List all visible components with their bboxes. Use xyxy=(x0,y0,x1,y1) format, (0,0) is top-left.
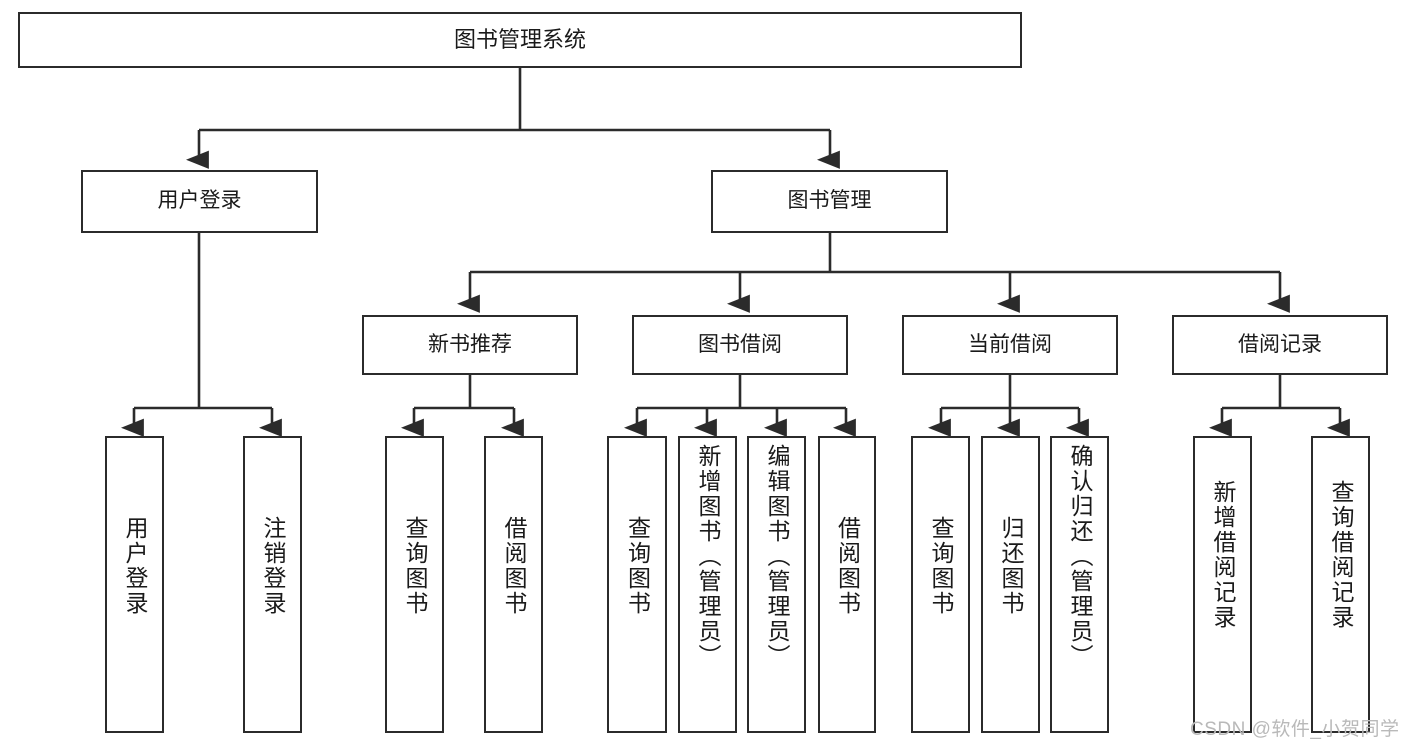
node-borrow-record[interactable]: 借阅记录 xyxy=(1172,315,1388,375)
node-label: 用户登录 xyxy=(157,189,242,213)
leaf-edit-book-admin[interactable]: 编辑图书（管理员） xyxy=(747,436,806,733)
node-label: 确认归还（管理员） xyxy=(1067,444,1093,669)
node-label: 用户登录 xyxy=(122,516,148,616)
node-label: 查询图书 xyxy=(928,516,954,616)
leaf-query-book-current[interactable]: 查询图书 xyxy=(911,436,970,733)
leaf-add-borrow-record[interactable]: 新增借阅记录 xyxy=(1193,436,1252,733)
node-label: 图书管理 xyxy=(787,189,872,213)
node-label: 归还图书 xyxy=(998,516,1024,616)
node-label: 当前借阅 xyxy=(968,332,1052,356)
node-label: 查询图书 xyxy=(402,516,428,616)
leaf-query-borrow-record[interactable]: 查询借阅记录 xyxy=(1311,436,1370,733)
leaf-return-book[interactable]: 归还图书 xyxy=(981,436,1040,733)
node-label: 注销登录 xyxy=(260,516,286,616)
node-label: 查询图书 xyxy=(624,516,651,616)
node-current-borrow[interactable]: 当前借阅 xyxy=(902,315,1118,375)
leaf-borrow-book[interactable]: 借阅图书 xyxy=(818,436,876,733)
node-label: 查询借阅记录 xyxy=(1328,480,1354,630)
node-label: 借阅图书 xyxy=(834,516,861,616)
leaf-user-login[interactable]: 用户登录 xyxy=(105,436,164,733)
leaf-confirm-return-admin[interactable]: 确认归还（管理员） xyxy=(1050,436,1109,733)
node-label: 借阅图书 xyxy=(501,516,527,616)
leaf-borrow-book-recommend[interactable]: 借阅图书 xyxy=(484,436,543,733)
node-root-system[interactable]: 图书管理系统 xyxy=(18,12,1022,68)
node-label: 图书管理系统 xyxy=(453,27,586,53)
watermark-text: CSDN @软件_小贺同学 xyxy=(1190,719,1400,740)
leaf-add-book-admin[interactable]: 新增图书（管理员） xyxy=(678,436,737,733)
leaf-query-book-recommend[interactable]: 查询图书 xyxy=(385,436,444,733)
node-label: 新增借阅记录 xyxy=(1210,480,1236,630)
node-label: 图书借阅 xyxy=(698,332,782,356)
leaf-logout[interactable]: 注销登录 xyxy=(243,436,302,733)
node-book-borrow[interactable]: 图书借阅 xyxy=(632,315,848,375)
node-label: 新增图书（管理员） xyxy=(695,444,721,669)
node-new-book-recommend[interactable]: 新书推荐 xyxy=(362,315,578,375)
leaf-query-book-borrow[interactable]: 查询图书 xyxy=(607,436,667,733)
node-label: 编辑图书（管理员） xyxy=(764,444,790,669)
node-label: 新书推荐 xyxy=(428,332,512,356)
node-label: 借阅记录 xyxy=(1238,332,1322,356)
node-book-management[interactable]: 图书管理 xyxy=(711,170,948,233)
node-user-login[interactable]: 用户登录 xyxy=(81,170,318,233)
